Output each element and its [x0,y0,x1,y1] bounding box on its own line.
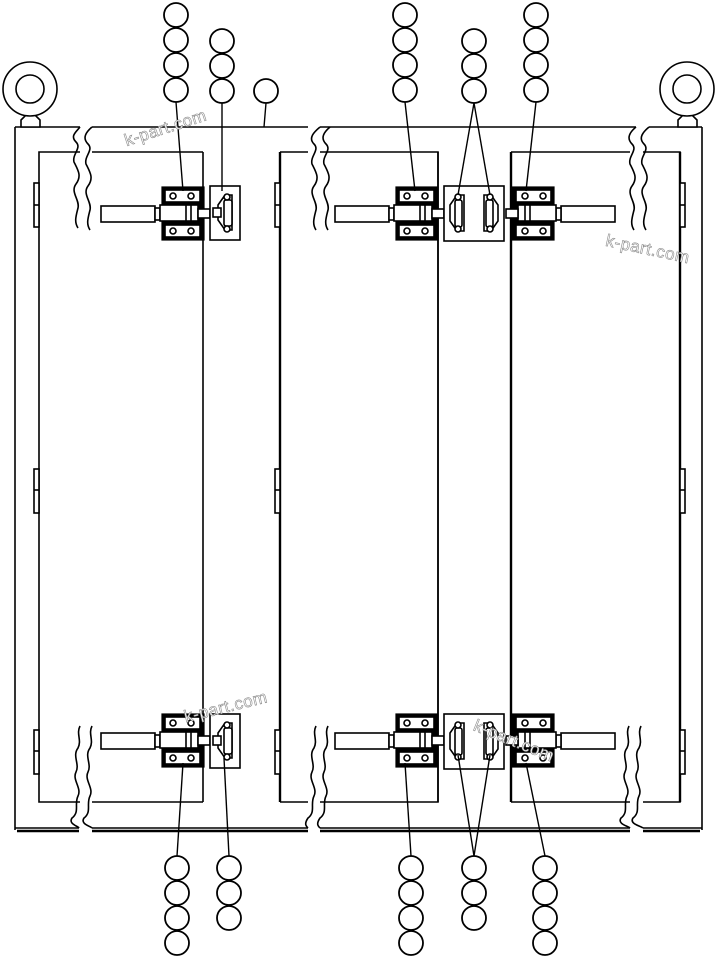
leader-line [473,102,491,196]
callout-balloon [163,52,189,78]
callout-balloon [523,52,549,78]
lifting-eye-icon [659,61,715,128]
balloon-group-top-6 [523,2,549,192]
callout-balloon [398,855,424,881]
latch-catch-bottom-left [209,713,241,769]
lifting-eye-icon [2,61,58,128]
toggle-latch-bottom-right [505,713,616,768]
callout-balloon [523,27,549,53]
leader-line [473,754,491,857]
balloon-group-bot-2 [216,757,242,931]
callout-balloon [216,880,242,906]
callout-balloon [461,53,487,79]
toggle-latch-top-right [505,186,616,241]
callout-balloon [461,28,487,54]
balloon-group-top-5 [457,28,491,196]
callout-balloon [164,905,190,931]
callout-balloon [523,2,549,28]
latches [100,185,616,770]
balloon-group-bot-3 [398,762,424,956]
balloon-group-top-4 [392,2,418,192]
hinge-icon [679,729,686,775]
toggle-latch-top-left [100,186,211,241]
callout-balloon [392,52,418,78]
latch-catch-top-center [443,185,505,242]
balloon-group-top-1 [163,2,189,192]
callout-balloon [398,930,424,956]
break-lines [70,126,650,829]
balloon-group-top-3 [253,78,279,128]
callout-balloon [392,2,418,28]
hinge-icon [33,468,40,514]
toggle-latch-top-center [334,186,445,241]
callout-balloon [392,27,418,53]
door-panels [38,151,681,803]
leader-line [404,762,412,857]
callout-balloon [253,78,279,104]
balloon-group-bot-4 [457,754,491,931]
door-panel-center [280,151,439,803]
balloon-group-bot-5 [525,762,558,956]
hinge-icon [33,182,40,228]
callout-balloon [461,78,487,104]
hinge-icon [33,729,40,775]
leader-line [457,754,475,857]
hinges [33,182,686,775]
callout-balloon [398,880,424,906]
door-panel-left [38,151,203,803]
callout-balloon [461,905,487,931]
callout-balloon [532,880,558,906]
callout-balloon [163,2,189,28]
leader-line [525,762,546,857]
callout-balloon [209,53,235,79]
callout-balloons [163,2,558,956]
cabinet-frame [14,126,703,833]
hinge-icon [274,729,281,775]
callout-balloon [398,905,424,931]
door-panel-right [511,151,681,803]
leader-line [223,757,230,857]
balloon-group-bot-1 [164,762,190,956]
callout-balloon [164,855,190,881]
callout-balloon [209,28,235,54]
callout-balloon [392,77,418,103]
hinge-icon [274,182,281,228]
callout-balloon [216,905,242,931]
callout-balloon [461,880,487,906]
callout-balloon [532,905,558,931]
latch-catch-top-left [209,185,241,241]
leader-line [525,101,537,192]
leader-line [175,101,184,192]
toggle-latch-bottom-center [334,713,445,768]
lifting-eyes [2,61,715,128]
callout-balloon [164,930,190,956]
callout-balloon [523,77,549,103]
leader-line [176,762,184,857]
leader-line [457,102,475,196]
callout-balloon [532,855,558,881]
callout-balloon [532,930,558,956]
callout-balloon [164,880,190,906]
leader-line [263,102,267,128]
callout-balloon [209,78,235,104]
hinge-icon [274,468,281,514]
hinge-icon [679,182,686,228]
callout-balloon [163,77,189,103]
callout-balloon [216,855,242,881]
toggle-latch-bottom-left [100,713,211,768]
hinge-icon [679,468,686,514]
balloon-group-top-2 [209,28,235,191]
latch-catch-bottom-center [443,713,505,770]
callout-balloon [163,27,189,53]
leader-line [404,101,416,192]
callout-balloon [461,855,487,881]
